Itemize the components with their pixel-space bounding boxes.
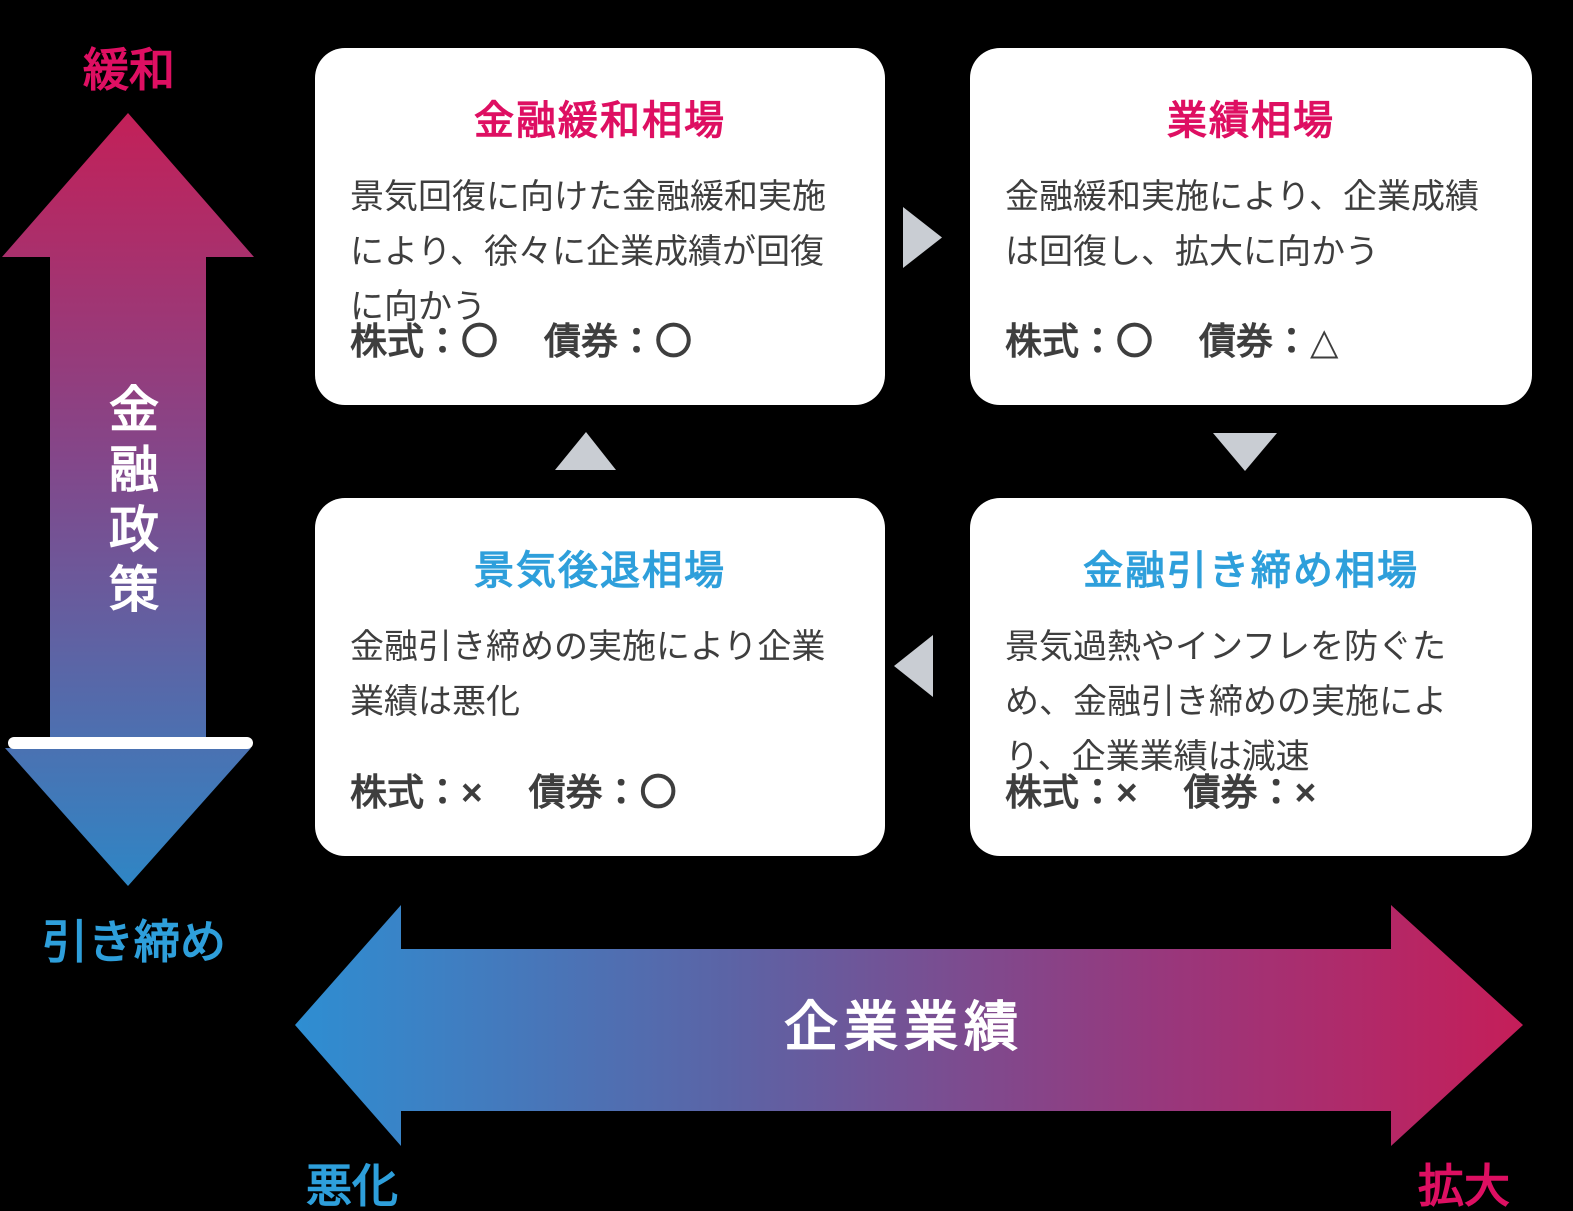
card-ratings: 株式：× 債券：×: [1005, 762, 1316, 816]
stocks-rating: 株式：〇: [1005, 321, 1153, 362]
horizontal-axis-left-label: 悪化: [306, 1160, 398, 1211]
card-performance-market: 業績相場 金融緩和実施により、企業成績は回復し、拡大に向かう 株式：〇 債券：△: [970, 48, 1532, 405]
card-title: 金融緩和相場: [474, 99, 726, 143]
card-recession-market: 景気後退相場 金融引き締めの実施により企業業績は悪化 株式：× 債券：〇: [315, 498, 885, 856]
cycle-arrow-right-icon: [903, 207, 942, 268]
monetary-policy-double-arrow: [2, 113, 254, 886]
card-monetary-easing-market: 金融緩和相場 景気回復に向けた金融緩和実施により、徐々に企業成績が回復に向かう …: [315, 48, 885, 405]
corporate-earnings-double-arrow: [295, 905, 1523, 1146]
arrow-separator-line: [8, 737, 253, 749]
cycle-arrow-left-icon: [894, 635, 933, 697]
bonds-rating: 債券：△: [1199, 321, 1339, 362]
stocks-rating: 株式：×: [1005, 772, 1138, 813]
stocks-rating: 株式：×: [350, 772, 483, 813]
bonds-rating: 債券：×: [1183, 772, 1317, 813]
bonds-rating: 債券：〇: [544, 321, 692, 362]
vertical-axis-bottom-label: 引き締め: [42, 916, 226, 968]
card-ratings: 株式：〇 債券：〇: [350, 311, 692, 365]
card-description: 景気回復に向けた金融緩和実施により、徐々に企業成績が回復に向かう: [350, 178, 826, 327]
card-description: 景気過熱やインフレを防ぐため、金融引き締めの実施により、企業業績は減速: [1005, 628, 1447, 777]
cycle-arrow-up-icon: [555, 432, 616, 470]
cycle-arrow-down-icon: [1213, 433, 1277, 471]
card-title: 景気後退相場: [474, 549, 726, 593]
horizontal-axis-title: 企業業績: [784, 997, 1024, 1058]
card-title: 業績相場: [1167, 99, 1335, 143]
card-description: 金融引き締めの実施により企業業績は悪化: [350, 628, 826, 722]
stocks-rating: 株式：〇: [350, 321, 498, 362]
vertical-axis-top-label: 緩和: [83, 44, 175, 96]
card-monetary-tightening-market: 金融引き締め相場 景気過熱やインフレを防ぐため、金融引き締めの実施により、企業業…: [970, 498, 1532, 856]
card-ratings: 株式：× 債券：〇: [350, 762, 677, 816]
card-ratings: 株式：〇 債券：△: [1005, 311, 1338, 365]
card-title: 金融引き締め相場: [1083, 549, 1419, 593]
horizontal-axis-right-label: 拡大: [1418, 1160, 1510, 1211]
bonds-rating: 債券：〇: [528, 772, 677, 813]
card-description: 金融緩和実施により、企業成績は回復し、拡大に向かう: [1005, 178, 1479, 272]
vertical-axis-title: 金融政策: [102, 383, 158, 623]
